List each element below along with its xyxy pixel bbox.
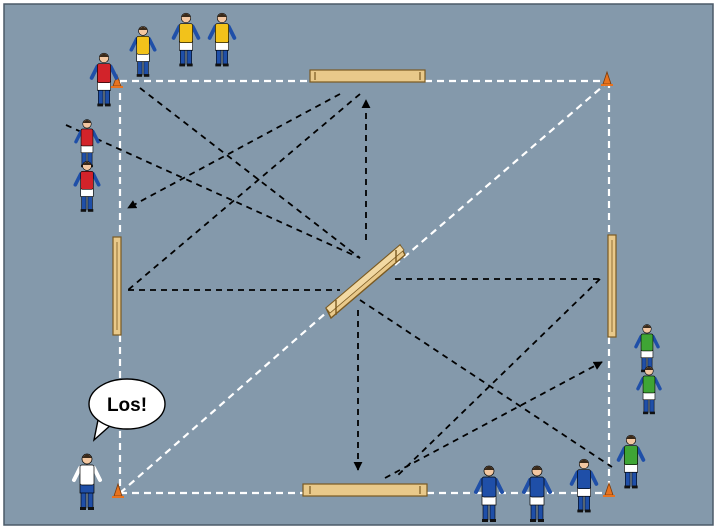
player-icon	[129, 26, 157, 77]
cone-icon	[112, 482, 124, 498]
bench-left	[112, 236, 122, 336]
pass-line	[139, 87, 361, 259]
cone-icon	[603, 481, 615, 497]
boundary-lines	[118, 79, 611, 495]
pass-line	[394, 278, 601, 479]
bench-bottom	[302, 483, 428, 497]
pass-line	[384, 361, 603, 479]
pass-line	[127, 93, 361, 291]
player-icon	[72, 453, 102, 510]
bench-center	[325, 243, 406, 320]
speech-bubble: Los!	[88, 378, 166, 442]
speech-bubble-text: Los!	[107, 395, 147, 416]
pass-line	[127, 93, 341, 209]
players	[72, 12, 662, 522]
pass-line	[65, 124, 361, 259]
player-icon	[522, 465, 552, 522]
player-icon	[634, 324, 660, 373]
player-icon	[74, 119, 100, 168]
player-icon	[636, 366, 662, 415]
player-icon	[569, 458, 599, 513]
player-icon	[616, 434, 646, 489]
pass-lines	[65, 87, 613, 479]
player-icon	[73, 161, 101, 212]
cone-icon	[111, 73, 123, 88]
player-icon	[89, 52, 119, 107]
player-icon	[207, 12, 237, 67]
bench-top	[309, 69, 426, 83]
pitch-area	[3, 3, 714, 526]
bench-right	[607, 234, 617, 338]
player-icon	[171, 12, 201, 67]
player-icon	[474, 465, 504, 522]
cone-icon	[601, 70, 613, 86]
